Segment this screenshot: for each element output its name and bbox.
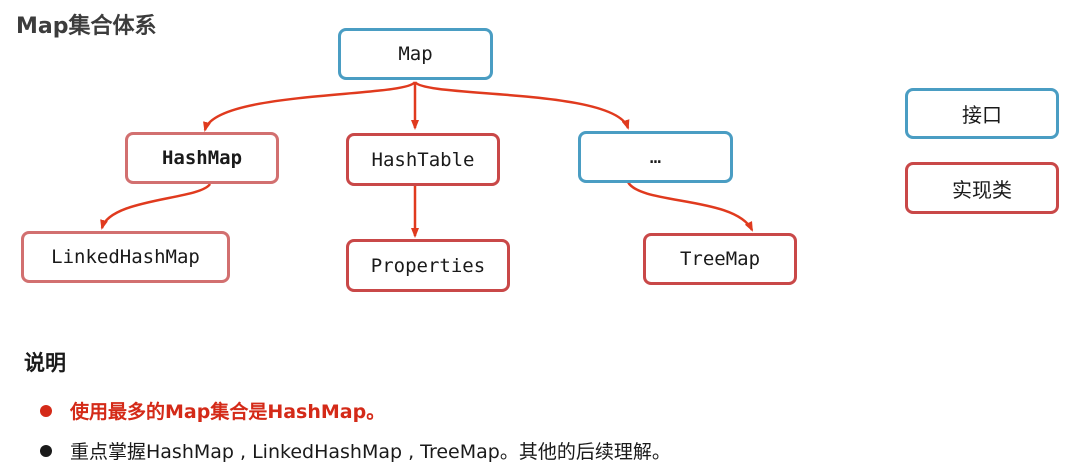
notes-heading: 说明	[24, 351, 66, 375]
node-hashmap: HashMap	[125, 132, 279, 184]
node-properties: Properties	[346, 239, 510, 292]
page-title: Map集合体系	[16, 14, 157, 39]
note-item-1: 使用最多的Map集合是HashMap。	[40, 397, 385, 424]
node-etc: …	[578, 131, 733, 183]
legend-interface: 接口	[905, 88, 1059, 139]
bullet-dot-icon	[40, 444, 52, 457]
note-item-text: 使用最多的Map集合是HashMap。	[70, 401, 386, 423]
node-treemap: TreeMap	[643, 233, 797, 285]
node-hashtable: HashTable	[346, 133, 500, 186]
arrow-hashmap-to-linkedhashmap	[100, 183, 212, 230]
node-linkedhashmap: LinkedHashMap	[21, 231, 230, 283]
note-item-2: 重点掌握HashMap , LinkedHashMap , TreeMap。其他…	[40, 437, 671, 464]
arrow-map-to-etc	[413, 81, 630, 130]
arrow-map-to-hashmap	[203, 81, 417, 132]
note-item-text: 重点掌握HashMap , LinkedHashMap , TreeMap。其他…	[70, 441, 671, 463]
legend-implementation: 实现类	[905, 162, 1059, 214]
bullet-dot-icon	[40, 404, 52, 417]
arrow-etc-to-treemap	[626, 181, 754, 232]
node-map: Map	[338, 28, 493, 80]
